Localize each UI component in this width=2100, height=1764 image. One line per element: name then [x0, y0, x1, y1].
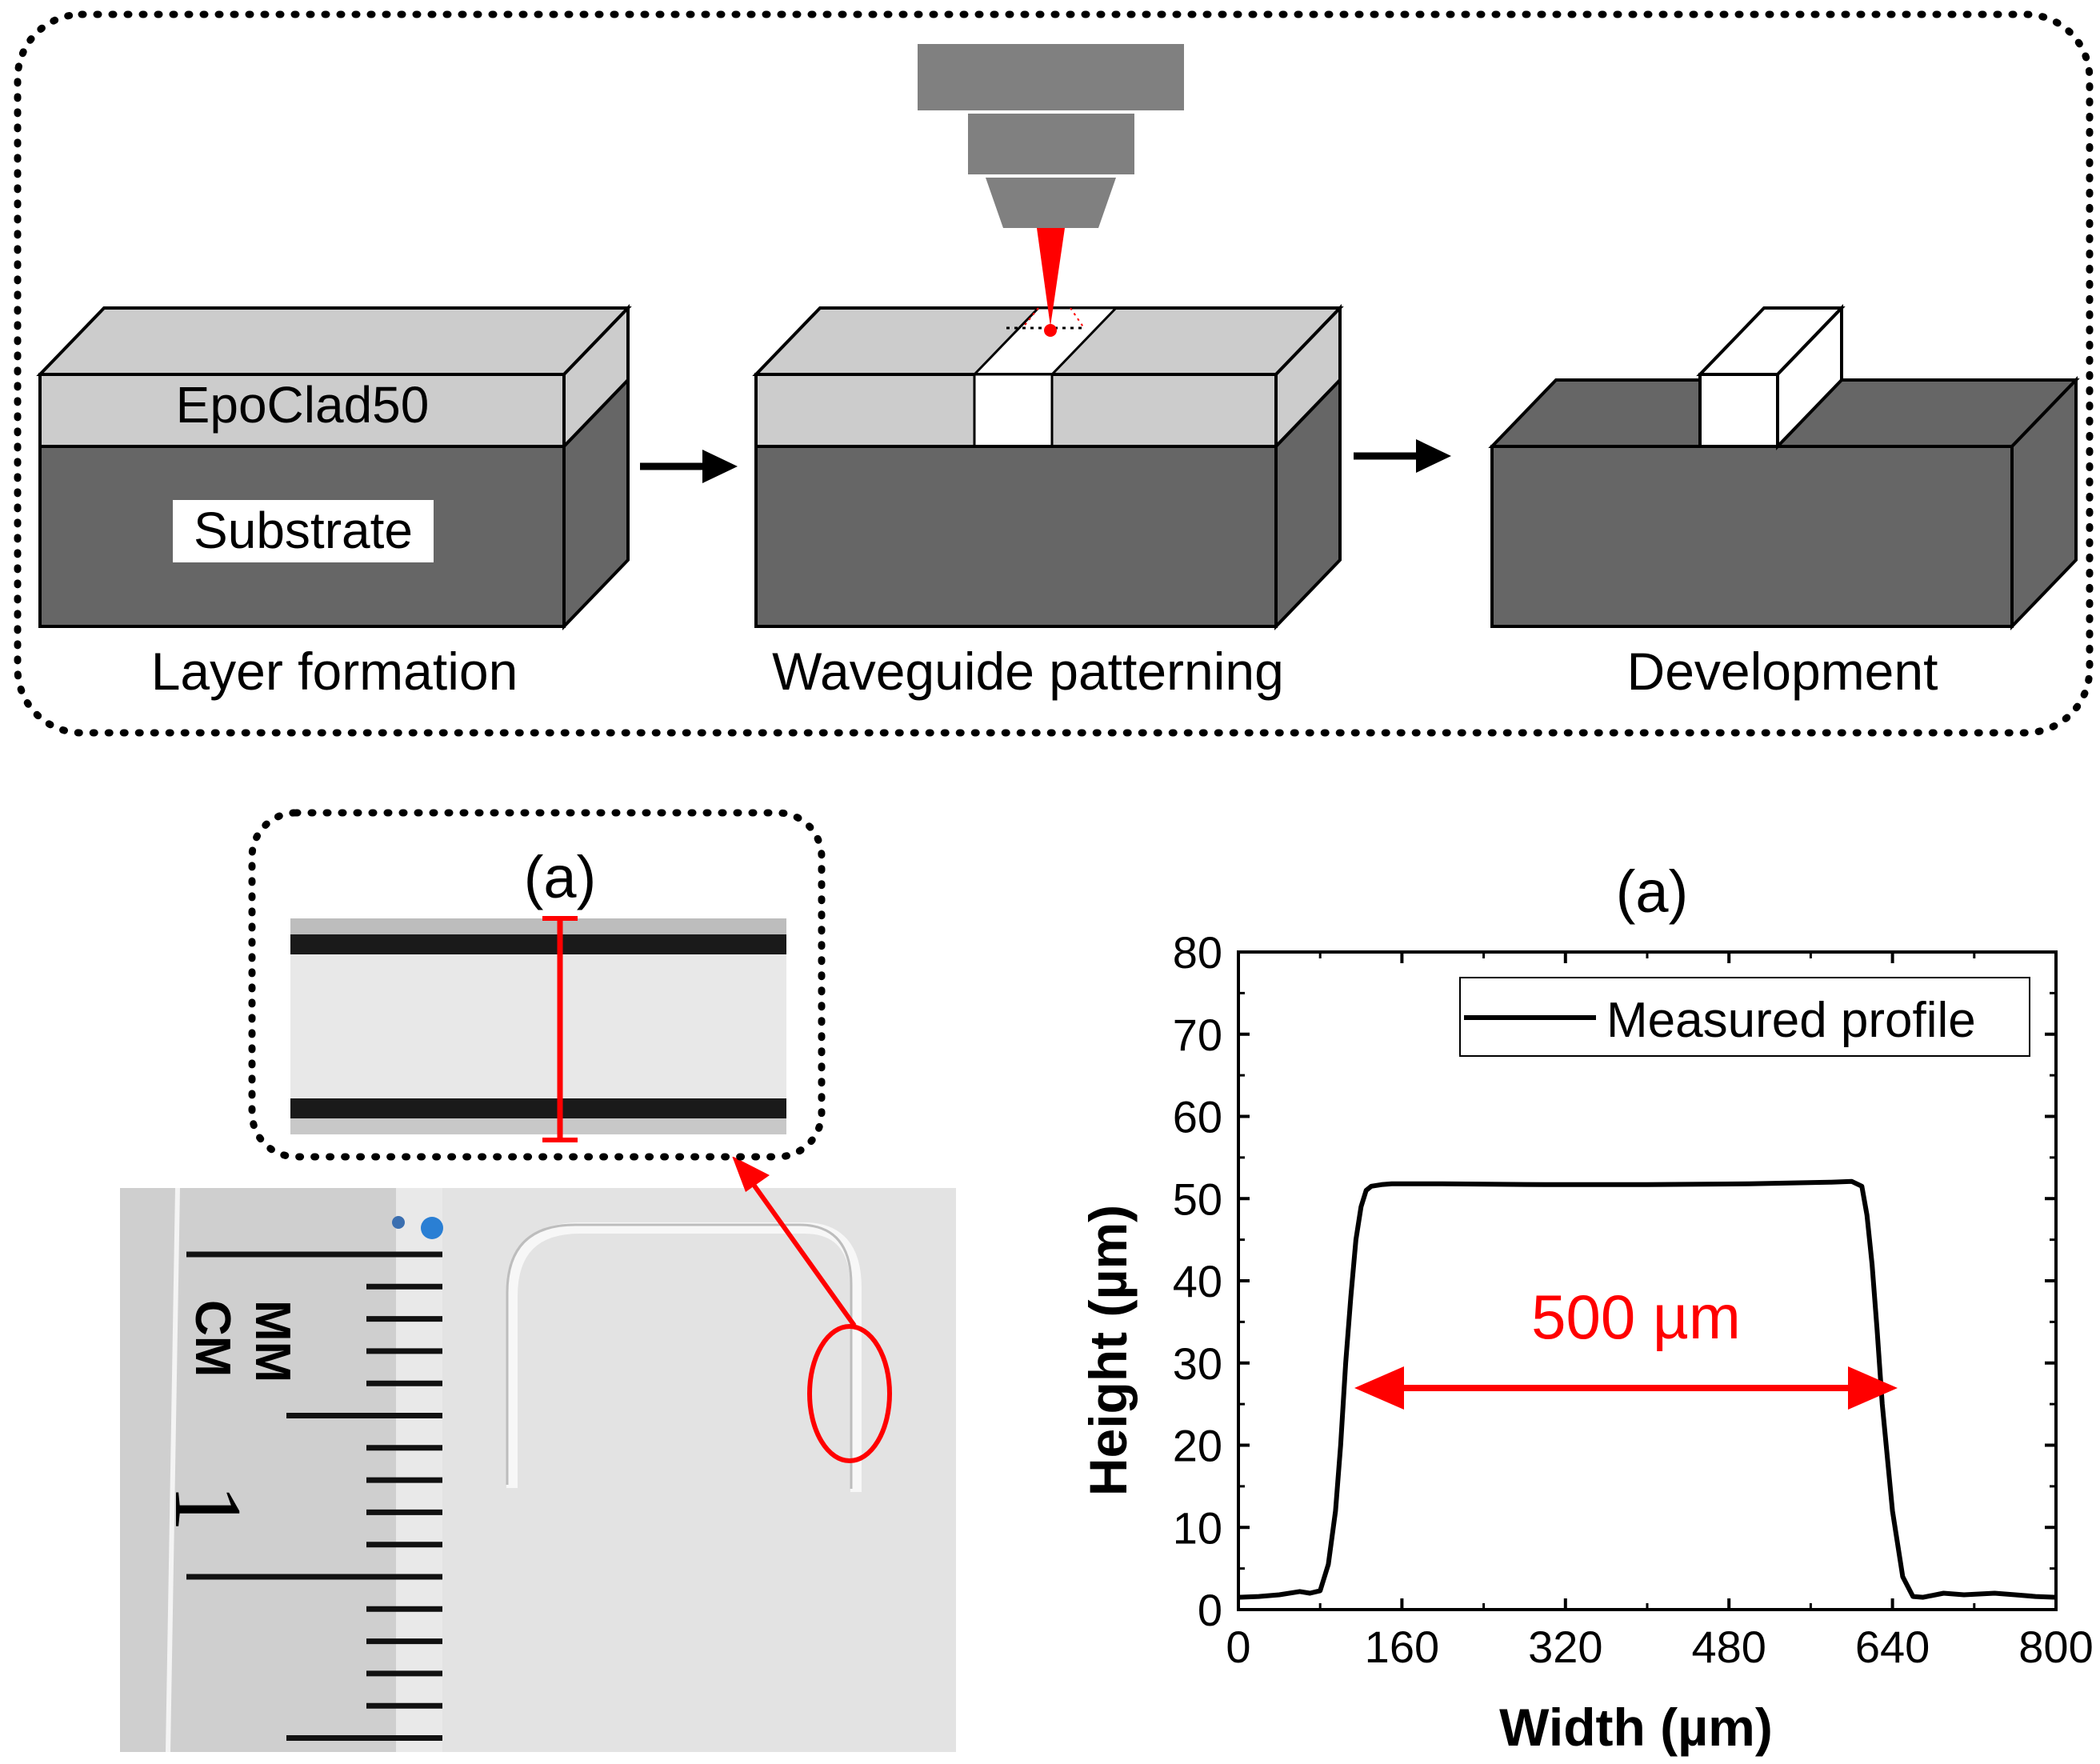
y-tick-label: 0	[1198, 1585, 1222, 1635]
ink-mark	[421, 1217, 443, 1239]
waveguide-edge-top	[290, 934, 786, 954]
y-axis-ticks: 0 10 20 30 40 50 60 70 80	[1173, 927, 2056, 1635]
chart-panel-label: (a)	[1616, 858, 1688, 925]
substrate-label: Substrate	[194, 502, 413, 559]
y-tick-label: 20	[1173, 1421, 1222, 1471]
x-axis-label: Width (µm)	[1499, 1698, 1773, 1757]
substrate-label-background	[173, 500, 434, 562]
arrow-right-icon	[1354, 439, 1451, 473]
caption-development: Development	[1627, 642, 1938, 701]
cladding-label: EpoClad50	[176, 376, 430, 434]
x-tick-label: 320	[1528, 1622, 1602, 1672]
double-arrow-icon	[1354, 1366, 1898, 1410]
ruler-number-label: 1	[155, 1484, 262, 1532]
y-tick-label: 80	[1173, 927, 1222, 978]
block-layer-formation: EpoClad50 Substrate	[36, 304, 632, 630]
highlight-circle	[807, 1324, 892, 1463]
objective-lens-icon	[918, 44, 1184, 228]
series-line-measured-profile	[1238, 1178, 2057, 1600]
developed-waveguide	[1698, 373, 1779, 448]
width-annotation: 500 µm	[1531, 1282, 1741, 1352]
fiber-line	[166, 1187, 180, 1753]
block-development	[1488, 304, 2080, 630]
arrow-right-icon	[640, 450, 738, 483]
y-tick-label: 30	[1173, 1338, 1222, 1389]
waveguide-edge-bottom	[290, 1098, 786, 1118]
ruler-cm-label: CM	[185, 1300, 240, 1377]
y-tick-label: 70	[1173, 1010, 1222, 1060]
chart: 0 10 20 30 40 50 60 70 80 0 160 320 480 640 800 Measu…	[1078, 927, 2094, 1757]
y-tick-label: 40	[1173, 1256, 1222, 1306]
ruler-mm-label: MM	[245, 1300, 300, 1382]
waveguide-trace	[506, 1222, 862, 1492]
y-tick-label: 60	[1173, 1092, 1222, 1142]
x-axis-ticks: 0 160 320 480 640 800	[1226, 952, 2094, 1672]
block-waveguide-patterning	[752, 304, 1344, 630]
pointer-arrow-icon	[732, 1156, 857, 1327]
caption-waveguide-patterning: Waveguide patterning	[772, 642, 1284, 701]
width-measure-bar	[542, 916, 578, 1142]
waveguide-core	[973, 373, 1054, 448]
x-tick-label: 160	[1365, 1622, 1439, 1672]
inset-label: (a)	[524, 844, 596, 910]
y-axis-label: Height (µm)	[1078, 1205, 1138, 1496]
legend: Measured profile	[1459, 977, 2030, 1057]
ruler-edge	[396, 1188, 442, 1752]
y-tick-label: 50	[1173, 1174, 1222, 1224]
x-tick-label: 0	[1226, 1622, 1250, 1672]
ruler-ticks	[186, 1251, 442, 1741]
inset-microscope-image	[290, 918, 786, 1134]
x-tick-label: 640	[1855, 1622, 1930, 1672]
plot-area-frame	[1237, 950, 2058, 1611]
x-tick-label: 800	[2018, 1622, 2093, 1672]
caption-layer-formation: Layer formation	[151, 642, 518, 701]
y-tick-label: 10	[1173, 1502, 1222, 1553]
laser-focus-point	[1044, 324, 1057, 337]
device-photo: MM CM 1	[120, 1187, 956, 1753]
laser-beam-icon	[1037, 228, 1065, 337]
legend-label: Measured profile	[1606, 993, 1976, 1048]
process-panel-border	[14, 10, 2094, 737]
x-tick-label: 480	[1691, 1622, 1766, 1672]
